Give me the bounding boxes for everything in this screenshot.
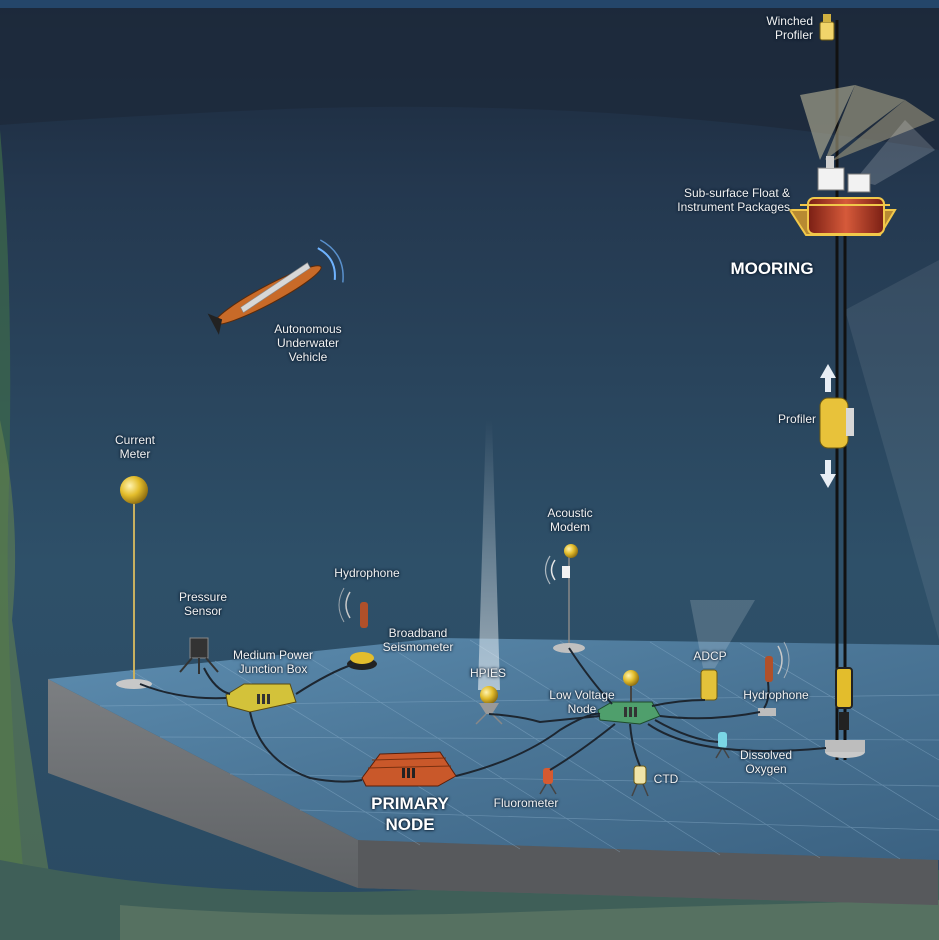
mooring-float-icon — [788, 156, 897, 236]
label-primary-node: PRIMARY NODE — [371, 794, 449, 834]
label-hydrophone: Hydrophone — [334, 566, 400, 580]
sonar-fan — [800, 85, 935, 162]
label-broadband-seismometer: Broadband Seismometer — [382, 626, 454, 654]
label-hydrophone-2: Hydrophone — [743, 688, 809, 702]
upper-water — [0, 8, 939, 150]
label-low-voltage-node: Low Voltage Node — [549, 688, 615, 716]
label-adcp: ADCP — [693, 649, 727, 663]
adcp-beam — [690, 600, 755, 668]
label-medium-power-junction-box: Medium Power Junction Box — [232, 648, 314, 676]
label-current-meter: Current Meter — [114, 433, 155, 461]
right-light-shaft — [845, 260, 939, 640]
auv-icon — [207, 239, 344, 335]
label-profiler: Profiler — [777, 412, 816, 426]
label-acoustic-modem: Acoustic Modem — [547, 506, 593, 534]
hpies-beam — [478, 420, 500, 690]
seafloor-cables — [139, 647, 827, 783]
low-voltage-node — [597, 670, 661, 725]
label-fluorometer: Fluorometer — [493, 796, 559, 810]
ctd-sensor — [631, 765, 649, 797]
surface-band — [0, 0, 939, 8]
adcp-sensor — [700, 669, 718, 701]
float-light-beam — [855, 120, 935, 185]
label-ctd: CTD — [653, 772, 679, 786]
current-meter — [116, 476, 152, 689]
winched-profiler-icon — [819, 14, 835, 41]
label-pressure-sensor: Pressure Sensor — [178, 590, 228, 618]
broadband-seismometer — [347, 652, 377, 670]
seafloor-block-right-face — [358, 840, 938, 905]
hydrophone-sensor-2 — [758, 641, 790, 716]
bottom-terrain-light — [120, 900, 939, 940]
profiler-icon — [819, 364, 854, 488]
label-subsurface-float: Sub-surface Float & Instrument Packages — [677, 186, 790, 214]
hpies-sensor — [475, 686, 503, 725]
label-dissolved-oxygen: Dissolved Oxygen — [739, 748, 793, 776]
label-mooring: MOORING — [730, 259, 814, 278]
hydrophone-sensor — [338, 587, 368, 628]
label-winched-profiler: Winched Profiler — [766, 14, 813, 42]
left-terrain-detail — [0, 420, 60, 940]
fluorometer-sensor — [539, 768, 557, 795]
label-auv: Autonomous Underwater Vehicle — [274, 322, 342, 364]
label-hpies: HPIES — [469, 666, 506, 680]
mooring-anchor — [825, 667, 865, 758]
pressure-sensor — [179, 637, 219, 674]
seafloor-block-front — [48, 679, 938, 905]
junction-box — [225, 683, 297, 713]
